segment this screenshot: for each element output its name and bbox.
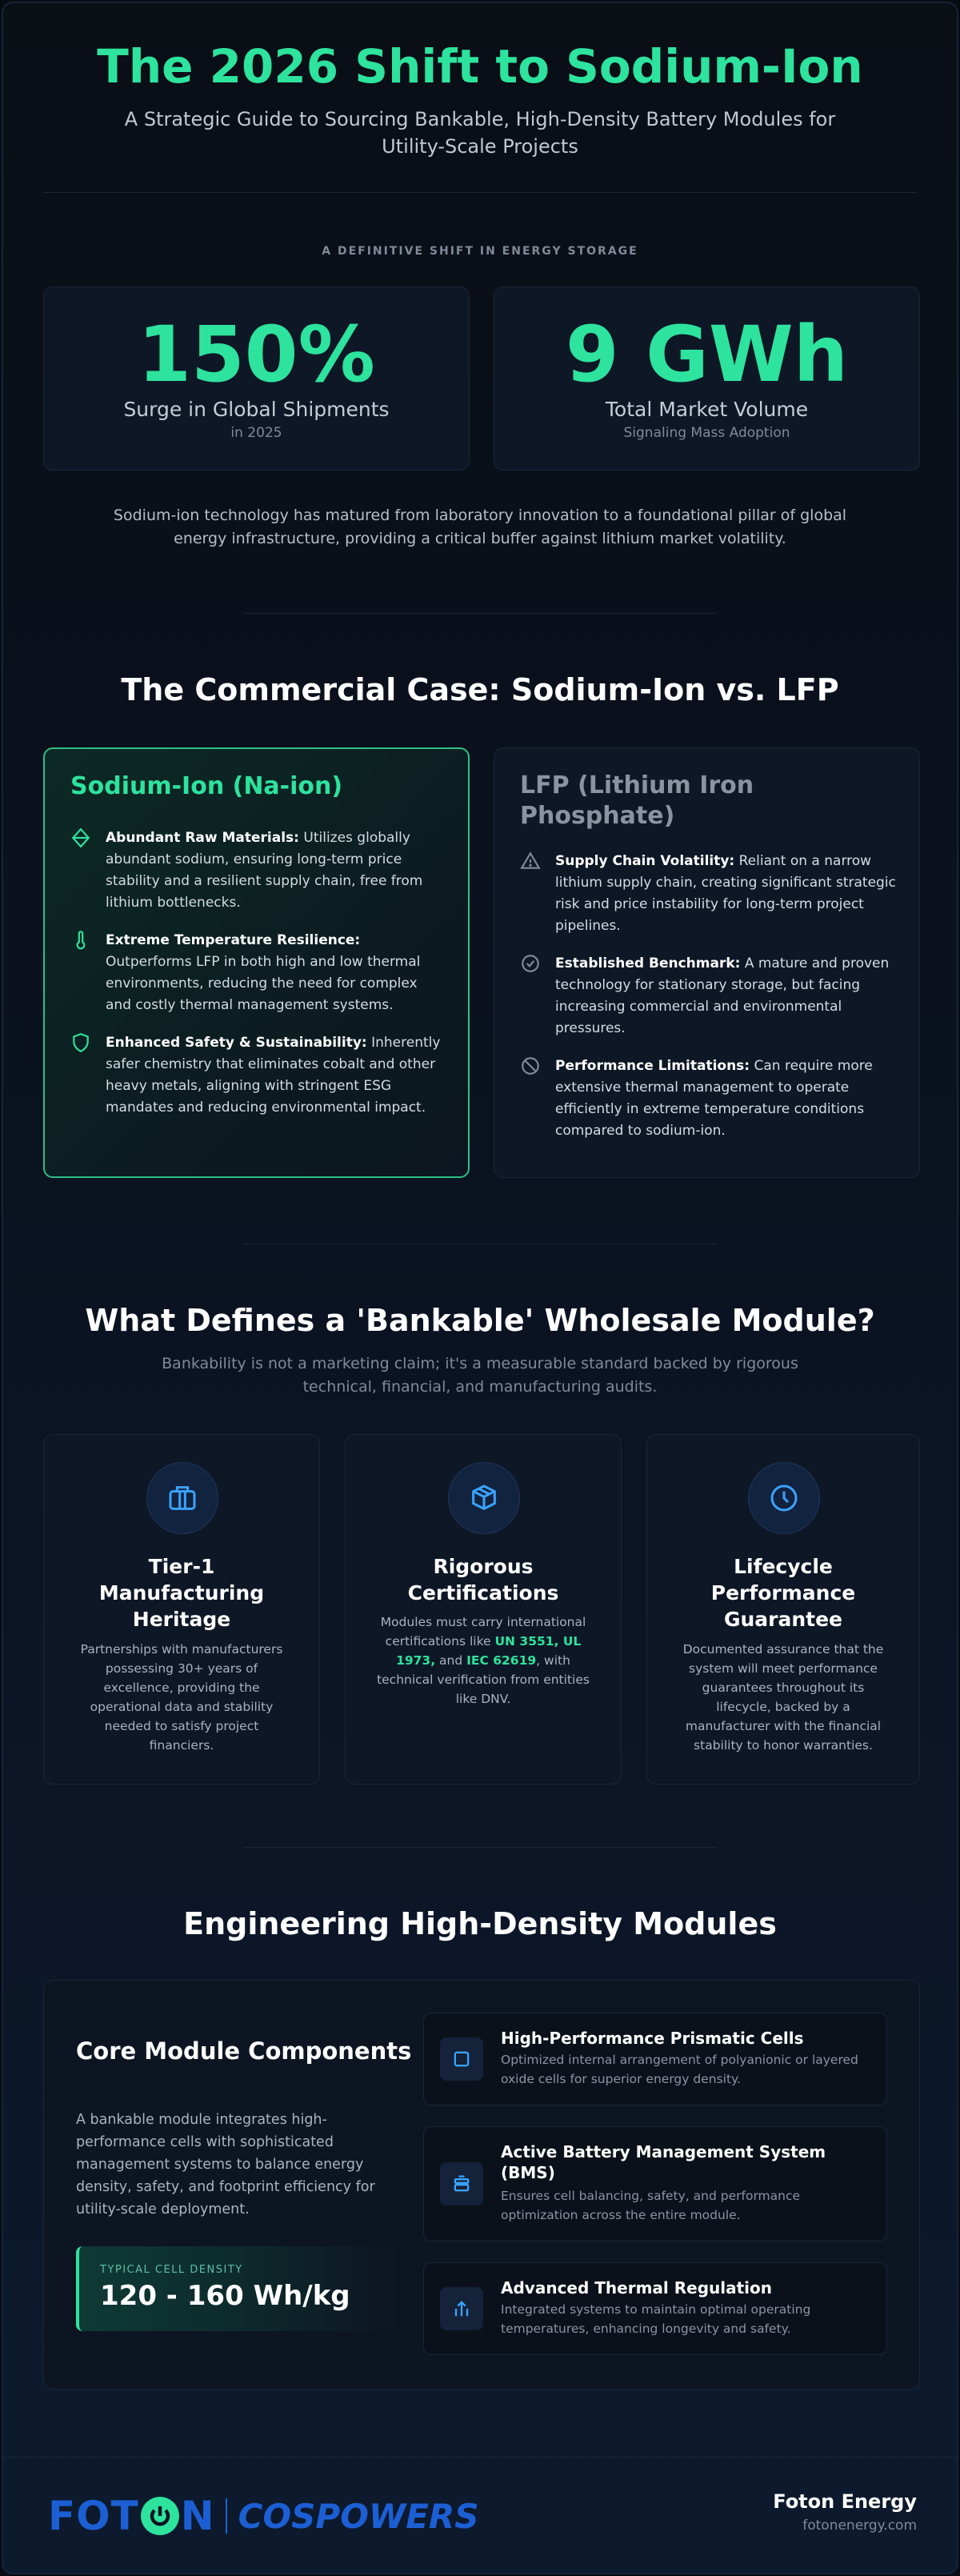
- card-text: Modules must carry international certifi…: [377, 1615, 590, 1706]
- item-text: Utilizes globally abundant sodium, ensur…: [106, 830, 423, 911]
- bankable-subtitle: Bankability is not a marketing claim; it…: [162, 1355, 798, 1396]
- card-text: Documented assurance that the system wil…: [682, 1642, 884, 1753]
- density-label: TYPICAL CELL DENSITY: [100, 2264, 243, 2276]
- ban-icon: [522, 1057, 539, 1075]
- page-title: The 2026 Shift to Sodium-Ion: [97, 39, 863, 94]
- sodium-ion-title: Sodium-Ion (Na-ion): [70, 772, 343, 800]
- engineering-title: Engineering High-Density Modules: [183, 1906, 777, 1941]
- cert-highlight: UN 3551, UL 1973,: [396, 1634, 582, 1668]
- shield-icon: [73, 1033, 89, 1053]
- thermal-icon: [440, 2287, 483, 2330]
- stat-label: Total Market Volume: [605, 398, 809, 421]
- divider: [43, 192, 917, 193]
- cert-highlight: IEC 62619: [466, 1653, 537, 1668]
- battery-icon: [440, 2162, 483, 2205]
- core-title: Core Module Components: [76, 2037, 412, 2065]
- item-heading: Supply Chain Volatility:: [555, 853, 735, 869]
- check-circle-icon: [522, 955, 539, 972]
- stat-card-volume: 9 GWh Total Market Volume Signaling Mass…: [494, 286, 920, 471]
- page-subtitle: A Strategic Guide to Sourcing Bankable, …: [124, 108, 836, 158]
- company-logo: FOT N COSPOWERS: [48, 2492, 479, 2540]
- core-text: A bankable module integrates high-perfor…: [76, 2112, 375, 2217]
- card-text: Partnerships with manufacturers possessi…: [80, 1642, 283, 1753]
- card-title: Rigorous Certifications: [407, 1555, 559, 1604]
- item-heading: Enhanced Safety & Sustainability:: [106, 1035, 367, 1051]
- feature-prismatic-cells: High-Performance Prismatic Cells Optimiz…: [423, 2013, 887, 2105]
- divider: [243, 1847, 717, 1848]
- density-value: 120 - 160 Wh/kg: [100, 2280, 350, 2312]
- item-text: Can require more extensive thermal manag…: [555, 1058, 873, 1139]
- logo-text-right: N: [180, 2493, 214, 2539]
- feature-title: High-Performance Prismatic Cells: [501, 2029, 804, 2048]
- engineering-card: Core Module Components A bankable module…: [43, 1980, 920, 2390]
- lfp-card: LFP (Lithium Iron Phosphate) Supply Chai…: [494, 747, 920, 1178]
- density-panel: TYPICAL CELL DENSITY 120 - 160 Wh/kg: [76, 2246, 396, 2331]
- item-text: A mature and proven technology for stati…: [555, 955, 890, 1036]
- square-icon: [440, 2037, 483, 2081]
- feature-text: Optimized internal arrangement of polyan…: [501, 2053, 858, 2086]
- stats-kicker: A DEFINITIVE SHIFT IN ENERGY STORAGE: [322, 245, 638, 258]
- box-icon: [448, 1462, 520, 1534]
- item-text: Outperforms LFP in both high and low the…: [106, 954, 421, 1013]
- clock-icon: [748, 1462, 820, 1534]
- briefcase-icon: [146, 1462, 218, 1534]
- warning-icon: [520, 851, 541, 869]
- intro-paragraph: Sodium-ion technology has matured from l…: [113, 507, 847, 547]
- logo-text-left: FOT: [48, 2493, 139, 2539]
- card-title: Lifecycle Performance Guarantee: [710, 1555, 856, 1631]
- stat-label: Surge in Global Shipments: [123, 398, 390, 421]
- stat-sublabel: Signaling Mass Adoption: [623, 425, 790, 441]
- power-icon: [140, 2497, 179, 2535]
- stat-value: 150%: [138, 310, 375, 399]
- footer-divider: [3, 2457, 957, 2458]
- sodium-ion-card: Sodium-Ion (Na-ion) Abundant Raw Materia…: [43, 747, 470, 1178]
- card-title: Tier-1 Manufacturing Heritage: [98, 1555, 265, 1631]
- logo-brand: COSPOWERS: [238, 2496, 479, 2536]
- item-text: Reliant on a narrow lithium supply chain…: [555, 853, 896, 934]
- bankable-card-lifecycle: Lifecycle Performance Guarantee Document…: [646, 1434, 920, 1785]
- feature-bms: Active Battery Management System (BMS) E…: [423, 2126, 887, 2241]
- diamond-icon: [71, 827, 90, 848]
- comparison-title: The Commercial Case: Sodium-Ion vs. LFP: [121, 672, 839, 707]
- feature-text: Integrated systems to maintain optimal o…: [501, 2302, 811, 2336]
- feature-title: Active Battery Management System (BMS): [501, 2142, 826, 2182]
- item-heading: Extreme Temperature Resilience:: [106, 932, 361, 948]
- thermometer-icon: [76, 931, 86, 950]
- item-heading: Established Benchmark:: [555, 955, 741, 972]
- stat-sublabel: in 2025: [230, 425, 282, 441]
- divider: [243, 613, 717, 614]
- logo-separator: [225, 2498, 227, 2534]
- company-website[interactable]: fotonenergy.com: [802, 2518, 917, 2534]
- company-name: Foton Energy: [773, 2490, 917, 2513]
- bankable-card-certifications: Rigorous Certifications Modules must car…: [345, 1434, 622, 1785]
- bankable-title: What Defines a 'Bankable' Wholesale Modu…: [85, 1303, 875, 1338]
- item-heading: Abundant Raw Materials:: [106, 830, 299, 846]
- item-heading: Performance Limitations:: [555, 1058, 750, 1074]
- stat-value: 9 GWh: [565, 310, 849, 399]
- stat-card-shipments: 150% Surge in Global Shipments in 2025: [43, 286, 470, 471]
- feature-thermal: Advanced Thermal Regulation Integrated s…: [423, 2262, 887, 2355]
- item-text: Inherently safer chemistry that eliminat…: [106, 1035, 441, 1116]
- feature-text: Ensures cell balancing, safety, and perf…: [501, 2189, 801, 2222]
- bankable-card-heritage: Tier-1 Manufacturing Heritage Partnershi…: [43, 1434, 320, 1785]
- lfp-title: LFP (Lithium Iron Phosphate): [520, 771, 754, 830]
- feature-title: Advanced Thermal Regulation: [501, 2278, 772, 2298]
